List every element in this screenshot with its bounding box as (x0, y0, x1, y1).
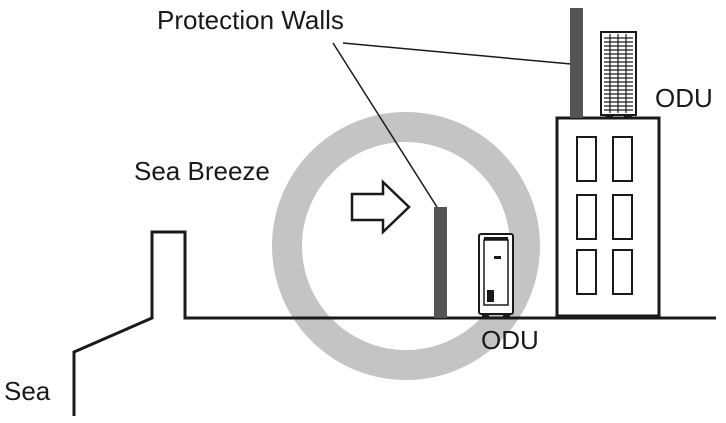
ground-profile (72, 230, 716, 416)
odu-roof-unit (600, 31, 637, 118)
window (576, 136, 597, 182)
protection-wall-ground (434, 207, 447, 318)
building-windows (576, 136, 633, 295)
window (612, 194, 633, 240)
sea-breeze-arrow (350, 179, 411, 235)
sea-label: Sea (4, 376, 51, 406)
window (612, 249, 633, 295)
leader-line-to-ground-wall (332, 42, 438, 208)
highlight-ring (272, 112, 540, 380)
odu-roof-label: ODU (655, 83, 713, 113)
odu-ground-unit (478, 233, 514, 317)
window (576, 249, 597, 295)
protection-walls-label: Protection Walls (157, 5, 344, 35)
building (555, 116, 661, 318)
leader-line-to-roof-wall (342, 42, 572, 65)
protection-wall-roof (570, 8, 583, 118)
sea-breeze-label: Sea Breeze (134, 156, 270, 186)
odu-ground-label: ODU (481, 325, 539, 355)
window (612, 136, 633, 182)
window (576, 194, 597, 240)
